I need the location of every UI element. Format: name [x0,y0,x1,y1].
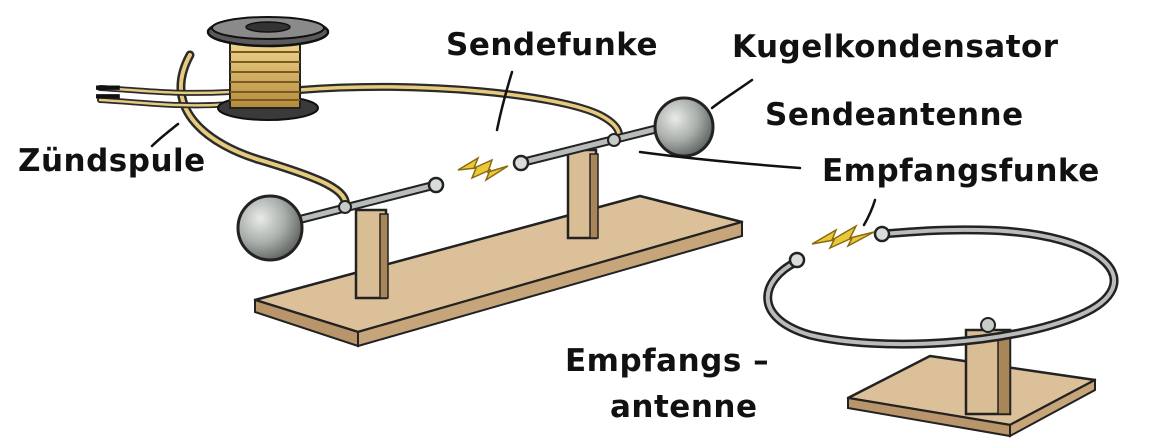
leader-lines [150,70,877,227]
right-sphere-capacitor [653,96,715,158]
transmitter-spark [457,156,509,182]
supply-wires [97,50,624,213]
transmitter-base [253,194,744,348]
receiver-base [846,328,1097,438]
label-empfangsantenne-line2: antenne [610,389,758,425]
label-empfangsfunke: Empfangsfunke [822,153,1100,189]
receiver-spark [811,224,875,250]
label-kugelkondensator: Kugelkondensator [732,29,1059,65]
label-empfangsantenne-line1: Empfangs – [565,343,770,379]
label-sendeantenne: Sendeantenne [765,97,1024,133]
left-post [354,208,389,300]
ignition-coil [206,16,330,121]
label-equals-sign: = [92,69,125,113]
right-post [566,148,599,240]
left-sphere [236,194,304,262]
label-zuendspule: Zündspule [18,143,206,179]
receiver-loop [763,225,1119,349]
transmitter-dipole [285,121,673,227]
label-sendefunke: Sendefunke [446,27,659,63]
